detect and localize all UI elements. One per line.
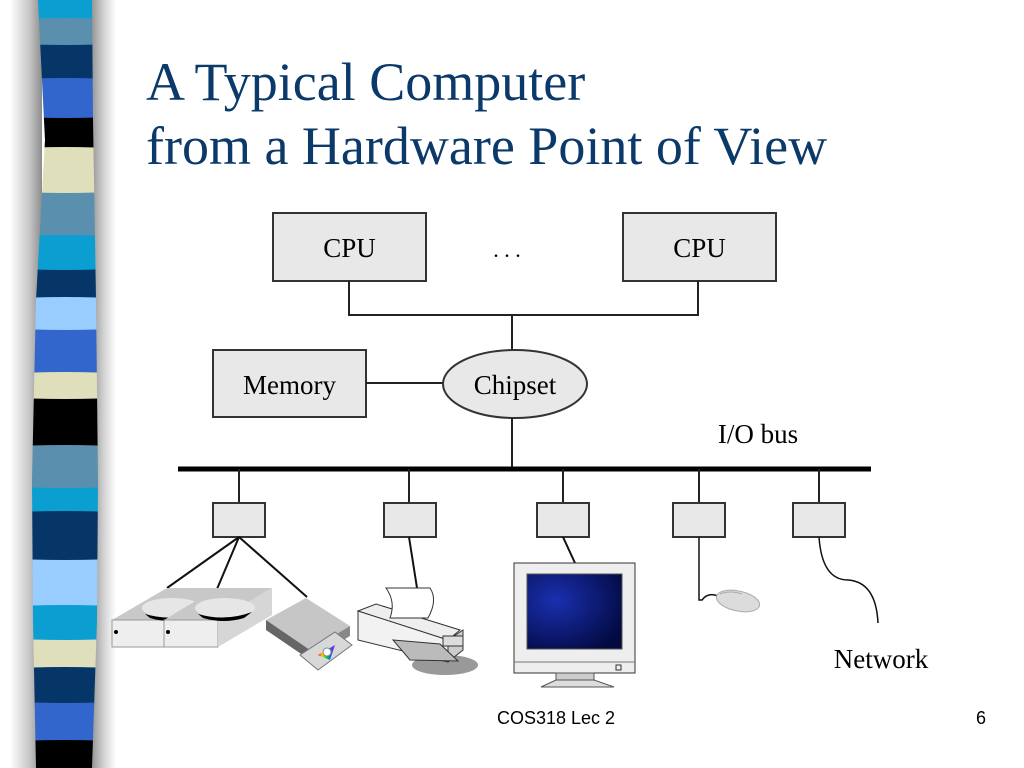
mouse-controller [672, 469, 726, 538]
cd-rom-drive-icon [266, 598, 353, 671]
chipset-label: Chipset [474, 370, 557, 400]
slide-title: A Typical Computer from a Hardware Point… [146, 50, 827, 178]
display-controller [536, 469, 590, 538]
cpu-bus-line [348, 281, 699, 316]
disk-controller [212, 469, 266, 538]
printer-wire [408, 536, 418, 589]
memory-box: Memory [212, 349, 367, 418]
io-bus-label: I/O bus [718, 419, 798, 449]
cpu-left-label: CPU [323, 233, 376, 263]
chipset-ellipse: Chipset [442, 349, 588, 419]
printer-controller [383, 469, 437, 538]
network-label: Network [834, 644, 929, 674]
network-controller [792, 469, 846, 538]
memory-label: Memory [243, 370, 336, 400]
network-cable [818, 536, 879, 624]
mouse-wire [698, 537, 719, 601]
page-number: 6 [976, 708, 987, 728]
slide-title-line-2: from a Hardware Point of View [146, 116, 828, 176]
mouse-icon [715, 589, 761, 613]
hard-disk-icon [163, 588, 272, 648]
slide-title-line-1: A Typical Computer [146, 52, 586, 112]
stripe-band [32, 486, 98, 512]
cpu-ellipsis: . . . [493, 237, 521, 262]
monitor-wire [562, 536, 576, 564]
monitor-icon [513, 562, 636, 688]
printer-icon [356, 587, 478, 675]
decorative-stripe-bar [10, 0, 116, 768]
cpu-right-label: CPU [673, 233, 726, 263]
cpu-box-right: CPU [622, 212, 777, 282]
disk-wires [166, 536, 308, 598]
cpu-box-left: CPU [272, 212, 427, 282]
stripe-band [32, 511, 98, 563]
footer-course-label: COS318 Lec 2 [497, 708, 616, 728]
